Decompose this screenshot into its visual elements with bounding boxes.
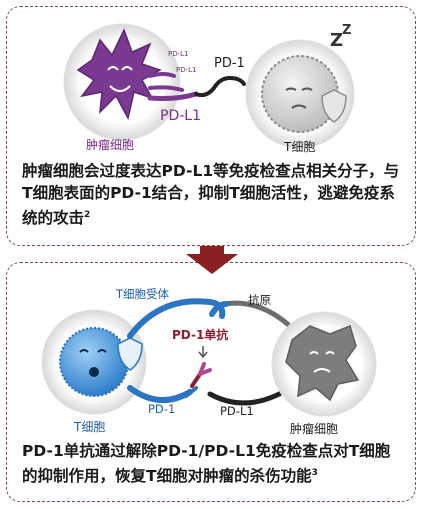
label-antibody: PD-1单抗	[172, 328, 229, 342]
label-tumor-bottom: 肿瘤细胞	[290, 422, 339, 436]
svg-text:Z: Z	[342, 23, 351, 38]
pdl1-receptor-2	[148, 85, 184, 92]
label-pdl1-bottom: PD-L1	[220, 404, 254, 418]
label-pdl1-top: PD-L1	[160, 108, 201, 124]
pd1-receptor-top	[194, 75, 246, 98]
tcell-icon-bottom	[59, 327, 129, 397]
pd1-receptor-bottom	[127, 385, 193, 404]
label-antigen: 抗原	[248, 293, 271, 307]
label-pdl1-small-1: PD-L1	[168, 50, 189, 58]
antibody-pointer-arrow	[198, 346, 208, 359]
label-pdl1-small-2: PD-L1	[176, 66, 197, 74]
label-tcell-bottom: T细胞	[74, 420, 106, 434]
label-tumor-top: 肿瘤细胞	[86, 138, 135, 152]
caption-top: 肿瘤细胞会过度表达PD-L1等免疫检查点相关分子，与T细胞表面的PD-1结合，抑…	[22, 162, 400, 228]
tcell-receptor	[127, 298, 226, 339]
antibody-icon	[184, 362, 212, 398]
label-pd1-top: PD-1	[214, 56, 245, 71]
shield-icon-bottom	[117, 337, 143, 371]
pdl1-receptor-3	[147, 91, 199, 101]
sleep-icon: Z	[330, 30, 343, 51]
label-tcell-top: T细胞	[284, 140, 316, 154]
label-pd1-bottom: PD-1	[148, 402, 176, 416]
transition-arrow	[186, 246, 238, 274]
caption-bottom: PD-1单抗通过解除PD-1/PD-L1免疫检查点对T细胞的抑制作用，恢复T细胞…	[22, 442, 391, 486]
tumor-cell-icon-bottom	[285, 324, 360, 402]
top-panel	[6, 6, 416, 246]
shield-icon-top	[321, 89, 347, 123]
pdl1-receptor-1	[148, 72, 176, 78]
label-tcell-receptor: T细胞受体	[116, 287, 170, 301]
